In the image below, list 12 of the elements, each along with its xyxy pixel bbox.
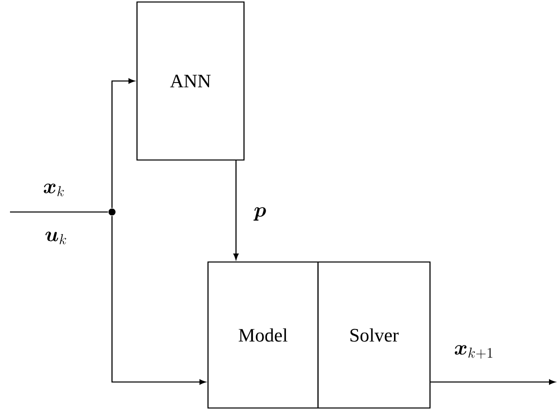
- process-box: ANN: [136, 1, 245, 161]
- process-box: Model: [207, 261, 319, 409]
- edge-label: $\bm{x}_k$: [44, 184, 64, 196]
- arrow: [111, 216, 206, 385]
- signal-label: $\bm{u}_k$: [45, 232, 66, 244]
- edge-label: $\bm{p}$: [253, 207, 266, 221]
- edge-label: $\bm{x}_{k+1}$: [454, 345, 492, 359]
- arrow: [430, 379, 556, 385]
- junction-dot: [108, 208, 116, 216]
- arrow: [111, 78, 135, 208]
- process-box: Solver: [317, 261, 431, 409]
- arrow: [233, 160, 239, 260]
